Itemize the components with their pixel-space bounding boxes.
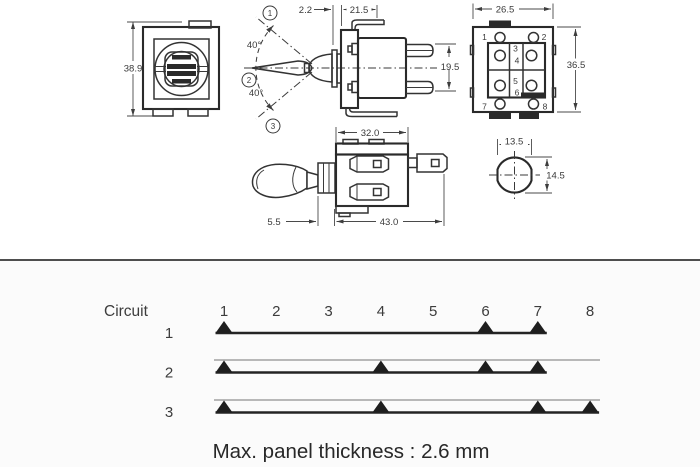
lever-offset-dimension: 5.5 bbox=[267, 217, 280, 228]
bushing-circle bbox=[154, 41, 209, 97]
contact-marker bbox=[372, 360, 390, 373]
switch-body bbox=[356, 36, 408, 100]
terminal-2-label: 2 bbox=[542, 32, 547, 42]
terminal bbox=[527, 98, 540, 110]
terminal bbox=[525, 79, 538, 92]
toggle-tip bbox=[164, 51, 199, 87]
position-column-2: 2 bbox=[272, 303, 280, 320]
side-body-dimension: 32.0 bbox=[361, 128, 380, 139]
front-height-dimension: 38.9 bbox=[124, 64, 143, 75]
position-1-label: 1 bbox=[268, 9, 273, 18]
position-column-7: 7 bbox=[534, 303, 542, 320]
body-length-dimension: 21.5 bbox=[350, 5, 369, 16]
circuit-connection-rows bbox=[214, 321, 600, 414]
position-circle bbox=[265, 118, 281, 134]
contact-marker bbox=[529, 360, 547, 373]
terminal-lug bbox=[349, 183, 390, 201]
upper-throw-angle: 40° bbox=[247, 40, 262, 51]
terminal-lug bbox=[416, 153, 448, 173]
circuit-row-2-label: 2 bbox=[165, 365, 173, 382]
terminal-8-label: 8 bbox=[543, 102, 548, 112]
top-view: 2.2 21.5 19.5 bbox=[244, 3, 463, 118]
position-3-label: 3 bbox=[271, 122, 276, 131]
mounting-tab bbox=[187, 108, 209, 117]
mounting-tab bbox=[188, 20, 212, 29]
hole-height-dimension: 14.5 bbox=[546, 171, 565, 182]
terminal-3-label: 3 bbox=[513, 44, 518, 54]
back-height-dimension: 36.5 bbox=[567, 60, 586, 71]
contact-marker bbox=[477, 321, 494, 333]
circuit-row-1-label: 1 bbox=[165, 325, 173, 342]
cover bbox=[334, 142, 410, 156]
terminal bbox=[494, 31, 506, 44]
paddle-lever bbox=[251, 163, 308, 199]
section-divider bbox=[0, 259, 700, 261]
terminal bbox=[527, 31, 540, 44]
lower-throw-angle: 40° bbox=[249, 88, 264, 99]
contact-marker bbox=[372, 400, 390, 413]
position-column-6: 6 bbox=[481, 303, 489, 320]
terminal bbox=[493, 49, 507, 62]
position-2-label: 2 bbox=[247, 76, 252, 85]
hole-width-dimension: 13.5 bbox=[505, 137, 524, 148]
contact-marker bbox=[529, 400, 547, 413]
position-column-1: 1 bbox=[220, 303, 228, 320]
back-width-dimension: 26.5 bbox=[496, 5, 515, 16]
technical-drawings: 38.9 1 2 bbox=[119, 3, 589, 228]
bushing-dimension: 2.2 bbox=[299, 5, 312, 16]
mounting-tab bbox=[152, 108, 174, 117]
position-column-5: 5 bbox=[429, 303, 437, 320]
position-column-4: 4 bbox=[377, 303, 385, 320]
terminal-7-label: 7 bbox=[482, 102, 487, 112]
position-column-8: 8 bbox=[586, 303, 594, 320]
panel-thickness-caption: Max. panel thickness : 2.6 mm bbox=[213, 440, 490, 463]
circuit-table-header: Circuit bbox=[104, 303, 149, 320]
position-circle bbox=[241, 72, 257, 88]
total-length-dimension: 43.0 bbox=[380, 217, 399, 228]
panel-hole-view: 13.5 14.5 bbox=[489, 135, 568, 199]
back-view: 1 2 3 4 5 6 7 8 26.5 36.5 bbox=[469, 3, 589, 119]
terminal-4-label: 4 bbox=[515, 56, 520, 66]
contact-marker bbox=[581, 400, 599, 413]
panel-hole bbox=[496, 156, 533, 194]
position-circle bbox=[262, 5, 278, 21]
contact-marker bbox=[215, 360, 233, 373]
terminal-5-label: 5 bbox=[513, 76, 518, 86]
body-height-dimension: 19.5 bbox=[441, 62, 460, 73]
contact-marker bbox=[477, 360, 494, 373]
terminal-1-label: 1 bbox=[482, 32, 487, 42]
side-view: 32.0 5.5 43.0 bbox=[251, 126, 448, 228]
switch-body bbox=[334, 153, 410, 208]
terminal-lug bbox=[349, 155, 390, 173]
terminal bbox=[525, 49, 538, 62]
position-column-3: 3 bbox=[324, 303, 332, 320]
terminal-6-label: 6 bbox=[515, 88, 520, 98]
terminal bbox=[493, 79, 507, 92]
contact-marker bbox=[215, 400, 233, 413]
contact-marker bbox=[529, 321, 547, 333]
circuit-section: Circuit 1 2 3 4 5 6 7 8 1 2 3 Max. panel… bbox=[0, 261, 700, 467]
circuit-table: Circuit 1 2 3 4 5 6 7 8 1 2 3 Max. panel… bbox=[104, 303, 600, 463]
bushing bbox=[317, 162, 336, 194]
lever-throw-view: 1 2 3 40° 40° bbox=[241, 5, 313, 134]
circuit-row-3-label: 3 bbox=[165, 404, 173, 421]
mounting-plate bbox=[339, 28, 360, 110]
front-view: 38.9 bbox=[119, 20, 221, 117]
terminal bbox=[494, 98, 506, 110]
contact-marker bbox=[215, 321, 233, 333]
